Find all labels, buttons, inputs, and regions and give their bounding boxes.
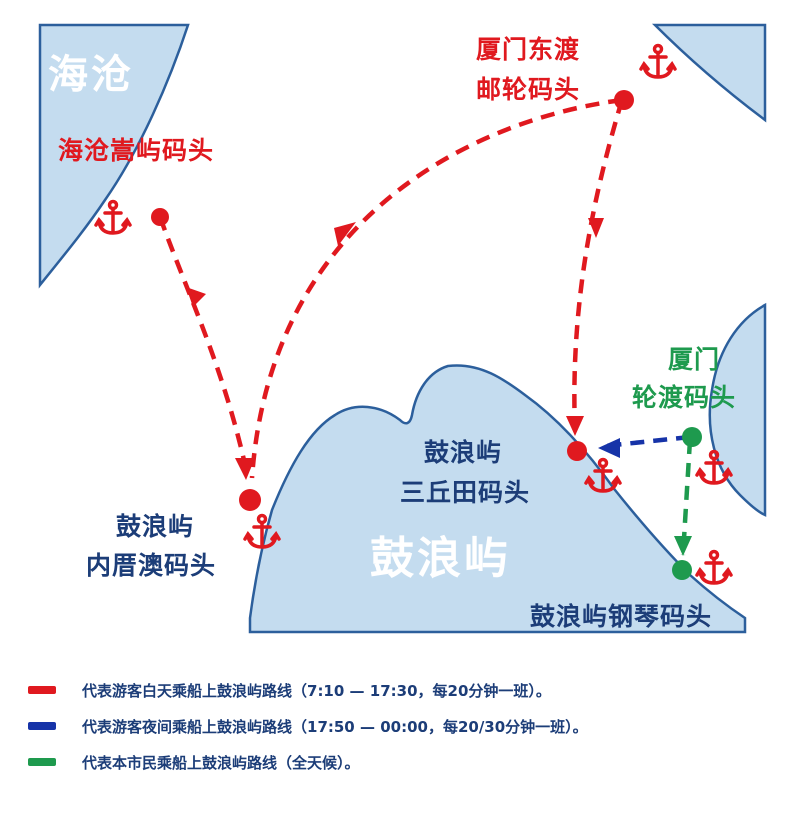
route-day-dongdu-sanqiutian <box>572 99 625 431</box>
direction-arrow-icon <box>674 536 692 556</box>
pier-label-haicang-songyu: 海沧嵩屿码头 <box>58 136 215 165</box>
route-legend: 代表游客白天乘船上鼓浪屿路线（7:10 — 17:30，每20分钟一班）。 代表… <box>28 672 788 780</box>
direction-arrow-icon <box>186 287 206 307</box>
pier-label-neicuoao-2: 内厝澳码头 <box>86 551 217 580</box>
pier-label-sanqiutian-2: 三丘田码头 <box>400 478 531 507</box>
direction-arrow-icon <box>235 458 255 480</box>
haicang-land <box>38 23 190 289</box>
direction-arrow-icon <box>566 416 584 436</box>
blue-line-swatch <box>28 722 56 730</box>
route-point-marker <box>567 441 587 461</box>
route-point-marker <box>151 208 169 226</box>
legend-item-night: 代表游客夜间乘船上鼓浪屿路线（17:50 — 00:00，每20/30分钟一班）… <box>28 708 788 744</box>
pier-label-gangqin: 鼓浪屿钢琴码头 <box>530 602 713 631</box>
pier-label-xiamen-dongdu: 厦门东渡 <box>476 35 581 64</box>
legend-item-resident: 代表本市民乘船上鼓浪屿路线（全天候）。 <box>28 744 788 780</box>
route-day-dongdu-neicuoao <box>249 97 623 479</box>
pier-label-xiamen-dongdu-2: 邮轮码头 <box>476 75 581 104</box>
haicang-region-label: 海沧 <box>48 52 134 98</box>
anchor-icon <box>695 549 733 585</box>
pier-label-neicuoao: 鼓浪屿 <box>116 512 195 541</box>
direction-arrow-icon <box>598 438 620 458</box>
route-resident-lundu-gangqin <box>680 439 693 556</box>
route-point-marker <box>239 489 261 511</box>
direction-arrow-icon <box>588 218 604 238</box>
green-line-swatch <box>28 758 56 766</box>
pier-label-xiamen-ferry: 厦门 <box>668 345 721 374</box>
route-point-marker <box>614 90 634 110</box>
gulangyu-region-label: 鼓浪屿 <box>370 533 511 584</box>
red-line-swatch <box>28 686 56 694</box>
northeast-land <box>651 23 767 123</box>
direction-arrow-icon <box>334 222 356 246</box>
route-point-marker <box>672 560 692 580</box>
anchor-icon <box>639 43 677 79</box>
route-point-marker <box>682 427 702 447</box>
route-day-haicang <box>157 216 251 479</box>
legend-text-resident: 代表本市民乘船上鼓浪屿路线（全天候）。 <box>82 753 360 772</box>
gulangyu-island-land <box>248 364 747 634</box>
ferry-route-map <box>38 23 767 634</box>
legend-item-day: 代表游客白天乘船上鼓浪屿路线（7:10 — 17:30，每20分钟一班）。 <box>28 672 788 708</box>
pier-label-sanqiutian: 鼓浪屿 <box>424 438 503 467</box>
pier-label-xiamen-ferry-2: 轮渡码头 <box>632 383 737 412</box>
legend-text-night: 代表游客夜间乘船上鼓浪屿路线（17:50 — 00:00，每20/30分钟一班）… <box>82 717 588 736</box>
legend-text-day: 代表游客白天乘船上鼓浪屿路线（7:10 — 17:30，每20分钟一班）。 <box>82 681 551 700</box>
